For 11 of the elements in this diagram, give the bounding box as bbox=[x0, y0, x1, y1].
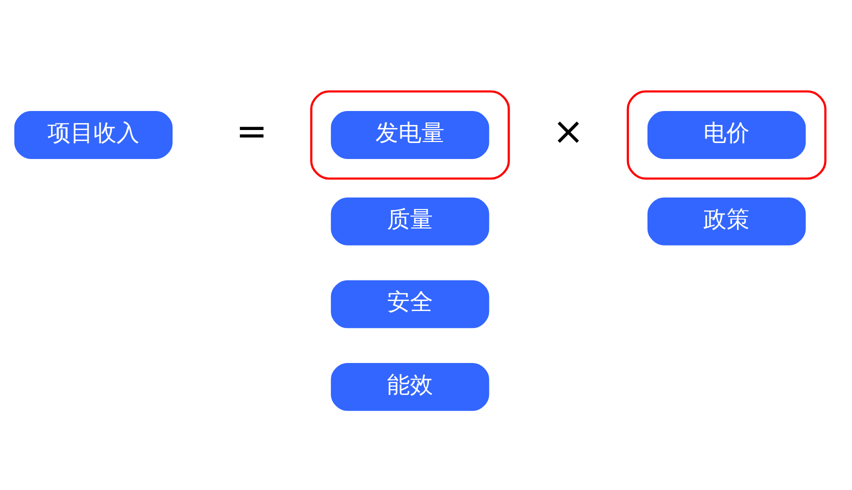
label: = bbox=[236, 109, 268, 154]
cluster bbox=[626, 90, 826, 180]
node-box: 发电量 bbox=[330, 111, 490, 159]
node-box: 安全 bbox=[330, 280, 490, 328]
node-box: 项目收入 bbox=[14, 111, 173, 159]
label: × bbox=[552, 109, 584, 154]
cluster bbox=[310, 90, 510, 180]
node-box: 能效 bbox=[330, 363, 490, 411]
node-box: 电价 bbox=[647, 111, 806, 159]
node-box: 政策 bbox=[647, 197, 806, 246]
node-box: 质量 bbox=[330, 197, 490, 246]
